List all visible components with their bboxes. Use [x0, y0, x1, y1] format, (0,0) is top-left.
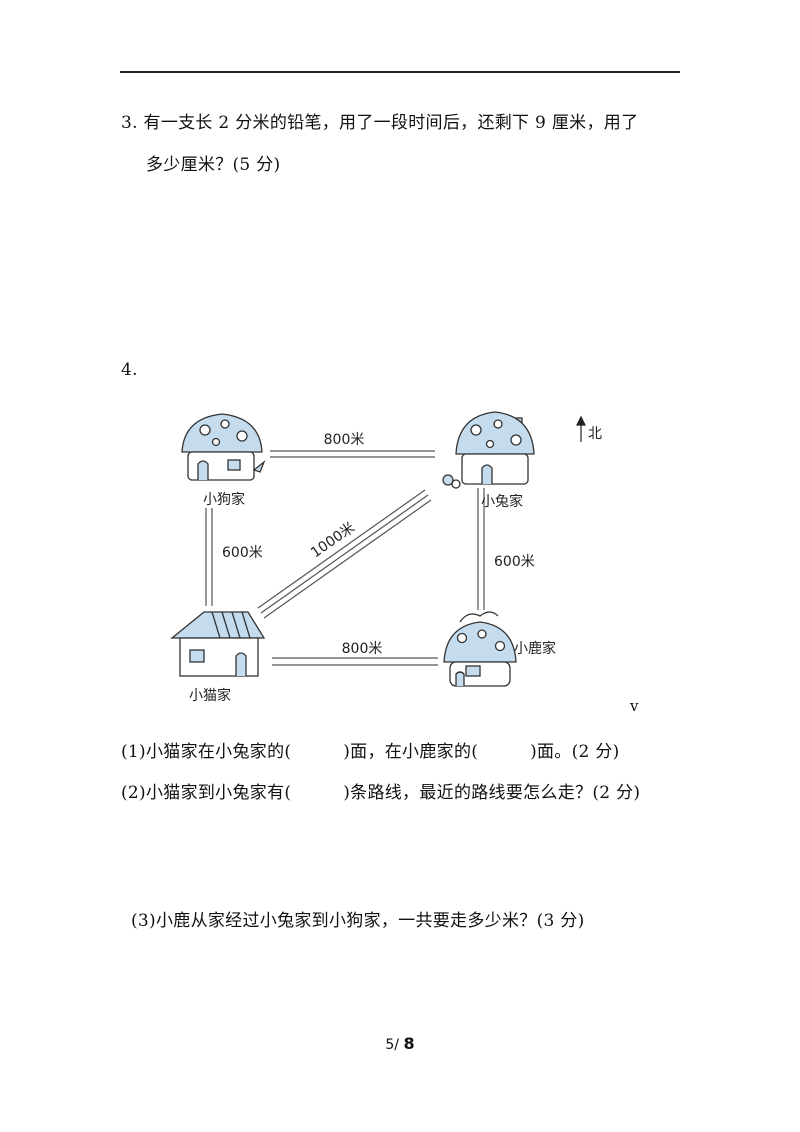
rabbit-house-icon — [442, 411, 535, 489]
page-total: 8 — [403, 1034, 415, 1053]
road-dog-rabbit — [270, 450, 435, 458]
north-label: 北 — [588, 426, 602, 442]
deer-house-label: 小鹿家 — [514, 640, 556, 657]
road-cat-rabbit — [257, 489, 432, 619]
cat-house-icon — [170, 611, 266, 677]
road-rabbit-deer — [477, 488, 485, 610]
rabbit-house-label: 小兔家 — [481, 493, 523, 510]
question-4-sub-3: (3)小鹿从家经过小兔家到小狗家，一共要走多少米？(3 分) — [131, 911, 585, 931]
label-dog-rabbit: 800米 — [324, 432, 365, 448]
page-number: 5/ 8 — [0, 1034, 800, 1053]
deer-house-icon — [443, 611, 517, 687]
question-3-line-2: 多少厘米？(5 分) — [146, 155, 281, 175]
header-rule — [120, 71, 680, 73]
north-arrow-icon — [576, 415, 586, 442]
label-rabbit-deer: 600米 — [494, 554, 535, 570]
page-current: 5/ — [385, 1037, 400, 1053]
stray-mark: v — [630, 697, 639, 715]
map-diagram: 800米 600米 1000米 600米 800米 北 小狗家 小兔家 — [170, 411, 602, 704]
road-dog-cat — [205, 508, 213, 606]
road-cat-deer — [272, 657, 438, 666]
dog-house-label: 小狗家 — [203, 491, 245, 508]
cat-house-label: 小猫家 — [189, 687, 231, 704]
question-4-sub-1: (1)小猫家在小兔家的( )面，在小鹿家的( )面。(2 分) — [121, 742, 620, 762]
label-cat-deer: 800米 — [342, 641, 383, 657]
question-3-line-1: 3. 有一支长 2 分米的铅笔，用了一段时间后，还剩下 9 厘米，用了 — [121, 113, 639, 133]
dog-house-icon — [181, 413, 266, 481]
question-4-number: 4. — [121, 360, 138, 380]
question-4-sub-2: (2)小猫家到小兔家有( )条路线，最近的路线要怎么走？(2 分) — [121, 783, 641, 803]
label-dog-cat: 600米 — [222, 545, 263, 561]
